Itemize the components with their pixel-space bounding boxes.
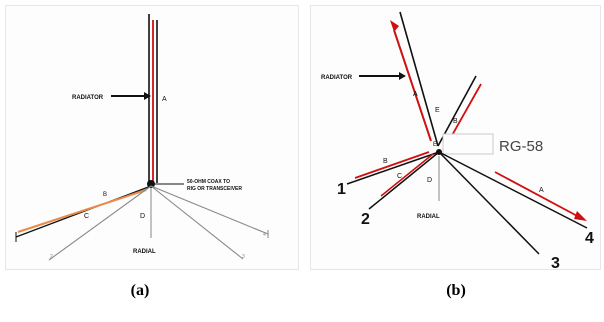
radiator-label: RADIATOR — [72, 95, 104, 101]
label-e-feed: E — [433, 142, 437, 148]
radiator-arrow-head — [144, 92, 151, 100]
label-radial-a: A — [539, 187, 544, 194]
radial-4-arrow-head — [574, 211, 587, 221]
radial-3-wire — [150, 185, 244, 260]
radiator-left-red-line — [393, 29, 432, 142]
radial-3-number: 3 — [242, 254, 245, 260]
radial-label: RADIAL — [133, 249, 156, 255]
diagram-panel-b: A E B RADIATOR E RG-58 B 1 C 2 D RADIAL … — [310, 5, 601, 272]
radiator-left-wire — [399, 11, 439, 147]
diagram-panel-a: RADIATOR A 50-OHM COAX TO RIG OR TRANSCE… — [5, 5, 299, 270]
feed-point — [147, 180, 155, 188]
radial-3-number: 3 — [551, 255, 560, 269]
radiator-left-arrow-head — [390, 20, 399, 32]
radiator-label: RADIATOR — [321, 75, 353, 81]
radial-4-wire — [150, 185, 269, 235]
feed-note-line2: RIG OR TRANSCEIVER — [187, 186, 242, 192]
radial-label: RADIAL — [417, 214, 440, 220]
feed-note-line1: 50-OHM COAX TO — [187, 179, 230, 185]
radial-1-wire — [346, 151, 440, 185]
feed-box — [442, 133, 494, 155]
radial-2-number: 2 — [50, 254, 53, 260]
label-c: C — [84, 213, 89, 220]
radial-3-wire — [438, 151, 540, 255]
caption-b: (b) — [446, 282, 466, 299]
label-radial-d: D — [427, 177, 432, 184]
label-e: E — [435, 107, 440, 114]
radial-4-wire — [438, 151, 588, 229]
label-a: A — [413, 91, 418, 98]
label-radial-b: B — [383, 158, 388, 165]
radial-2-red-line — [380, 153, 434, 197]
caption-a: (a) — [130, 282, 150, 299]
label-b: B — [103, 192, 107, 198]
antenna-diagram-b: A E B RADIATOR E RG-58 B 1 C 2 D RADIAL … — [321, 11, 594, 272]
antenna-diagram-a: RADIATOR A 50-OHM COAX TO RIG OR TRANSCE… — [15, 14, 269, 261]
rg58-label: RG-58 — [499, 138, 543, 155]
label-d: D — [140, 213, 145, 220]
label-radial-c: C — [397, 173, 402, 180]
radial-1-number: 1 — [337, 181, 346, 198]
radial-4-number: 4 — [263, 232, 266, 238]
label-b: B — [453, 118, 458, 125]
radial-1-red-line — [354, 151, 430, 179]
radial-2-wire — [48, 185, 152, 261]
label-a: A — [162, 96, 167, 103]
radiator-arrow-head — [399, 72, 406, 80]
radial-4-number: 4 — [585, 230, 594, 247]
radial-4-red-line — [494, 171, 582, 219]
radial-2-wire — [368, 151, 440, 210]
radial-2-number: 2 — [361, 211, 370, 228]
radial-1-orange-line — [17, 189, 147, 233]
